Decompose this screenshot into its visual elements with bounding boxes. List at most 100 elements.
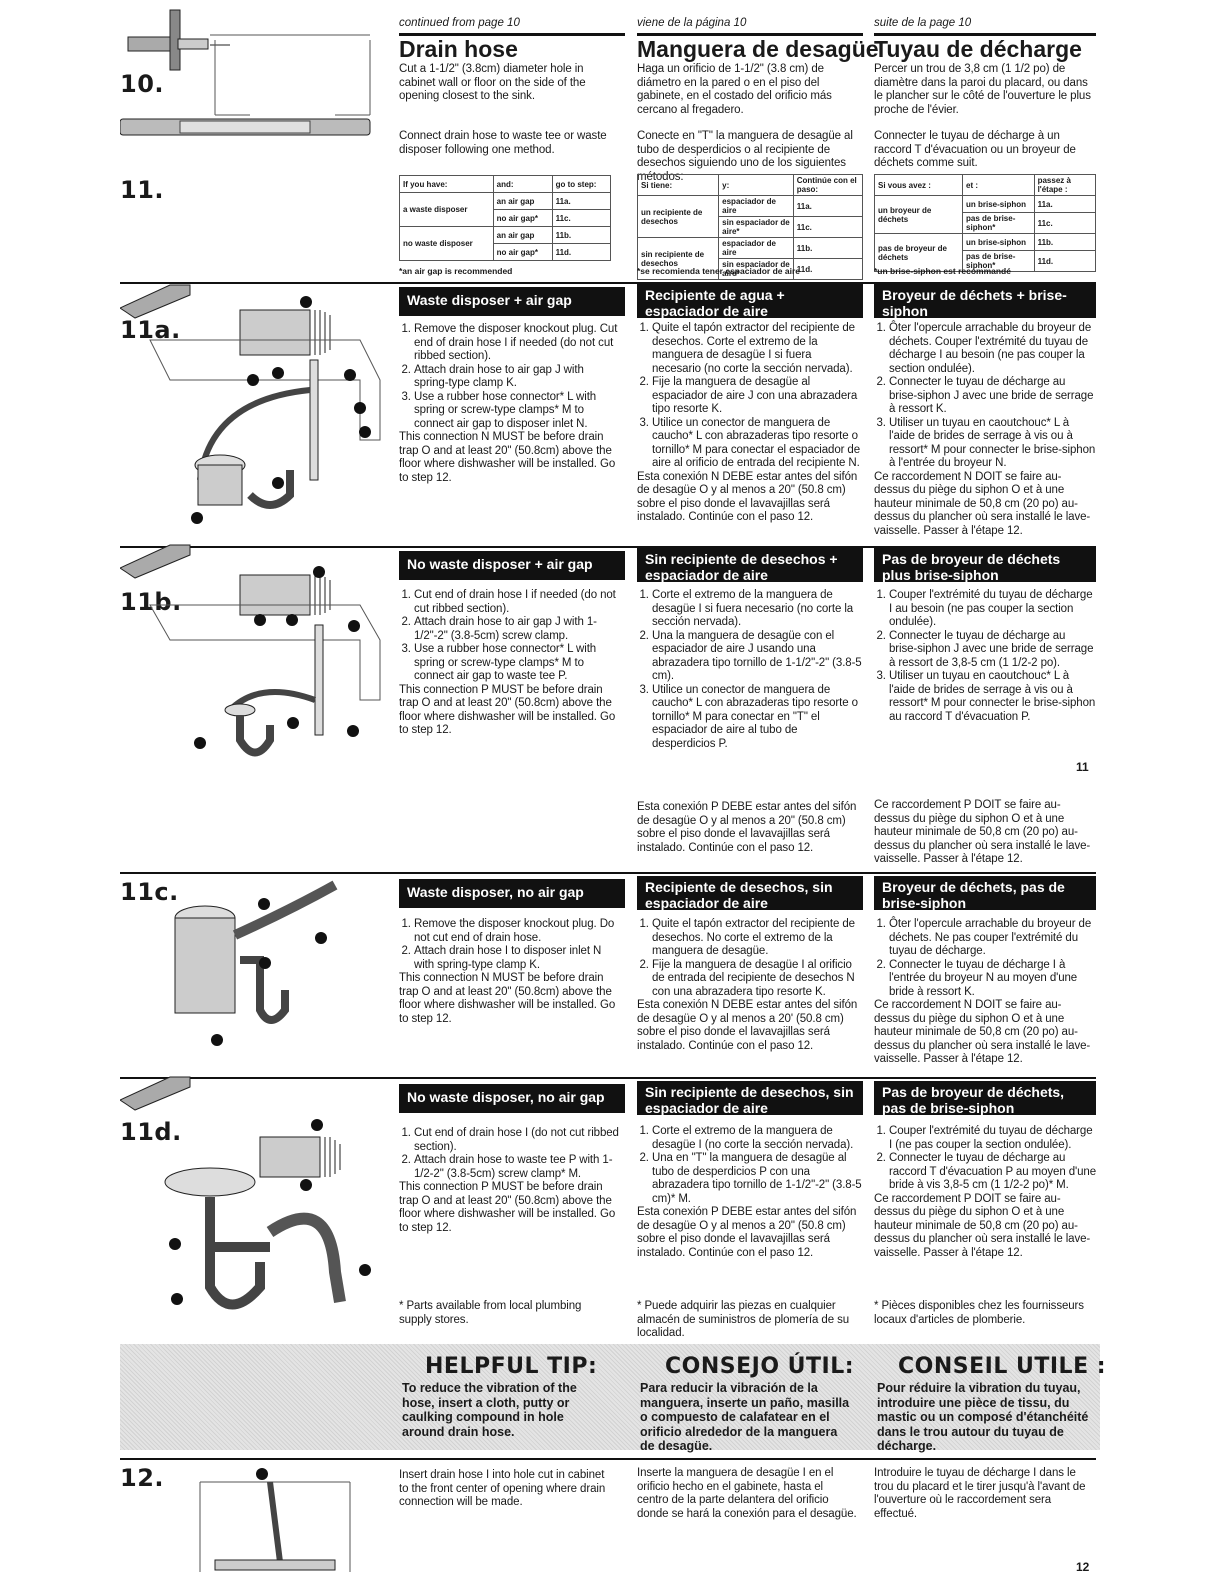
- list-item: Utiliser un tuyau en caoutchouc* L à l'a…: [889, 670, 1096, 724]
- table-note-es: *se recomienda tener espaciador de aire: [637, 266, 800, 276]
- section-divider: [120, 282, 1096, 284]
- title-es: Manguera de desagüe: [637, 36, 879, 62]
- paragraph: This connection P MUST be before drain t…: [399, 683, 616, 737]
- table-cell: no air gap*: [492, 209, 553, 227]
- table-cell: 11c.: [1033, 212, 1097, 234]
- list-item: Corte el extremo de la manguera de desag…: [652, 1125, 863, 1152]
- air-gap-waste-tee-illustration: [120, 544, 381, 757]
- list-item: Fije la manguera de desagüe al espaciado…: [652, 376, 863, 417]
- list-item: Quite el tapón extractor del recipiente …: [652, 322, 863, 376]
- continued-note-es: viene de la página 10: [637, 17, 747, 29]
- list-item: Use a rubber hose connector* L with spri…: [414, 643, 621, 684]
- table-cell: sin recipiente de desechos: [636, 237, 720, 280]
- step-number-11c: 11c.: [120, 878, 179, 906]
- step-table-fr: Si vous avez :et :passez à l'étape : un …: [873, 174, 1097, 272]
- instructions-11c-en: Remove the disposer knockout plug. Do no…: [399, 918, 621, 1026]
- table-cell: no air gap*: [492, 243, 553, 261]
- section-header-11b-fr: Pas de broyeur de déchets plus brise-sip…: [874, 548, 1096, 582]
- section-divider: [120, 872, 1096, 874]
- step-number-10: 10.: [120, 70, 165, 98]
- table-note-fr: *un brise-siphon est recommandé: [874, 266, 1011, 276]
- instructions-11d-fr: Couper l'extrémité du tuyau de décharge …: [874, 1125, 1096, 1260]
- instructions-11a-fr: Ôter l'opercule arrachable du broyeur de…: [874, 322, 1096, 538]
- step-number-11a: 11a.: [120, 316, 181, 344]
- table-cell: 11a.: [1033, 195, 1097, 213]
- step11-fr: Connecter le tuyau de décharge à un racc…: [874, 130, 1076, 169]
- page-number-11: 11: [1076, 760, 1089, 774]
- section-header-11d-fr: Pas de broyeur de déchets, pas de brise-…: [874, 1081, 1096, 1115]
- instructions-11c-fr: Ôter l'opercule arrachable du broyeur de…: [874, 918, 1096, 1067]
- table-header: If you have:: [399, 175, 494, 193]
- section-header-11c-es: Recipiente de desechos, sin espaciador d…: [637, 876, 863, 910]
- step10-es: Haga un orificio de 1-1/2" (3.8 cm) de d…: [637, 63, 832, 116]
- step-table-es: Si tiene:y:Continúe con el paso: un reci…: [636, 174, 864, 280]
- table-header: and:: [492, 175, 553, 193]
- step10-fr: Percer un trou de 3,8 cm (1 1/2 po) de d…: [874, 63, 1091, 116]
- paragraph: This connection P MUST be before drain t…: [399, 1181, 616, 1234]
- step11-en: Connect drain hose to waste tee or waste…: [399, 130, 607, 156]
- tip-text-fr: Pour réduire la vibration du tuyau, intr…: [877, 1381, 1089, 1453]
- list-item: Utiliser un tuyau en caoutchouc* L à l'a…: [889, 417, 1096, 471]
- table-cell: 11a.: [551, 192, 612, 210]
- section-header-11c-fr: Broyeur de déchets, pas de brise-siphon: [874, 876, 1096, 910]
- table-header: et :: [962, 174, 1035, 196]
- section-header-11d-en: No waste disposer, no air gap: [399, 1084, 625, 1113]
- section-header-11d-es: Sin recipiente de desechos, sin espaciad…: [637, 1081, 863, 1115]
- instructions-11d-es: Corte el extremo de la manguera de desag…: [637, 1125, 863, 1260]
- hose-insert-illustration: [199, 1468, 351, 1572]
- table-cell: espaciador de aire: [718, 237, 794, 259]
- tip-title-es: CONSEJO ÚTIL:: [665, 1354, 855, 1379]
- paragraph: Esta conexión N DEBE estar antes del sif…: [637, 999, 858, 1052]
- list-item: Attach drain hose to air gap J with spri…: [414, 364, 619, 391]
- paragraph: Esta conexión N DEBE estar antes del sif…: [637, 470, 858, 524]
- list-item: Remove the disposer knockout plug. Cut e…: [414, 323, 619, 364]
- rule: [637, 33, 863, 36]
- table-cell: sin espaciador de aire*: [718, 258, 794, 280]
- title-en: Drain hose: [399, 36, 518, 62]
- step12-es: Inserte la manguera de desagüe I en el o…: [637, 1467, 857, 1520]
- page-number-12: 12: [1076, 1560, 1090, 1574]
- continued-note-en: continued from page 10: [399, 17, 520, 29]
- table-cell: pas de broyeur de déchets: [873, 233, 964, 272]
- rule: [399, 33, 625, 36]
- table-cell: a waste disposer: [399, 192, 494, 227]
- step-number-11: 11.: [120, 176, 165, 204]
- tip-text-es: Para reducir la vibración de la manguera…: [640, 1381, 850, 1453]
- table-cell: un brise-siphon: [962, 233, 1035, 251]
- footnote-es: * Puede adquirir las piezas en cualquier…: [637, 1300, 850, 1339]
- table-cell: un recipiente de desechos: [636, 195, 720, 238]
- table-header: y:: [718, 174, 794, 196]
- table-cell: an air gap: [492, 192, 553, 210]
- rule: [874, 33, 1096, 36]
- tip-title-en: HELPFUL TIP:: [425, 1354, 598, 1379]
- table-cell: 11d.: [792, 258, 864, 280]
- paragraph: Ce raccordement N DOIT se faire au-dessu…: [874, 470, 1091, 537]
- list-item: Ôter l'opercule arrachable du broyeur de…: [889, 918, 1096, 959]
- section-header-11a-fr: Broyeur de déchets + brise-siphon: [874, 284, 1096, 318]
- waste-tee-no-air-gap-illustration: [120, 1076, 371, 1310]
- footnote-fr: * Pièces disponibles chez les fournisseu…: [874, 1300, 1084, 1326]
- step-number-12: 12.: [120, 1464, 165, 1492]
- instructions-11a-en: Remove the disposer knockout plug. Cut e…: [399, 323, 619, 485]
- list-item: Cut end of drain hose I (do not cut ribb…: [414, 1127, 621, 1154]
- list-item: Una la manguera de desagüe con el espaci…: [652, 630, 863, 684]
- list-item: Corte el extremo de la manguera de desag…: [652, 589, 863, 630]
- list-item: Connecter le tuyau de décharge I à l'ent…: [889, 959, 1096, 1000]
- drill-hole-illustration: [120, 9, 371, 136]
- paragraph: This connection N MUST be before drain t…: [399, 972, 616, 1025]
- continuation-11b-es: Esta conexión P DEBE estar antes del sif…: [637, 801, 857, 854]
- paragraph: This connection N MUST be before drain t…: [399, 431, 616, 484]
- section-header-11b-es: Sin recipiente de desechos + espaciador …: [637, 548, 863, 582]
- instructions-11c-es: Quite el tapón extractor del recipiente …: [637, 918, 863, 1053]
- table-cell: an air gap: [492, 226, 553, 244]
- list-item: Cut end of drain hose I if needed (do no…: [414, 589, 621, 616]
- table-cell: sin espaciador de aire*: [718, 216, 794, 238]
- list-item: Connecter le tuyau de décharge au raccor…: [889, 1152, 1096, 1193]
- table-cell: 11c.: [792, 216, 864, 238]
- section-header-11b-en: No waste disposer + air gap: [399, 551, 625, 580]
- list-item: Couper l'extrémité du tuyau de décharge …: [889, 589, 1096, 630]
- list-item: Connecter le tuyau de décharge au brise-…: [889, 376, 1096, 417]
- table-cell: no waste disposer: [399, 226, 494, 261]
- table-header: Si tiene:: [636, 174, 720, 196]
- list-item: Remove the disposer knockout plug. Do no…: [414, 918, 621, 945]
